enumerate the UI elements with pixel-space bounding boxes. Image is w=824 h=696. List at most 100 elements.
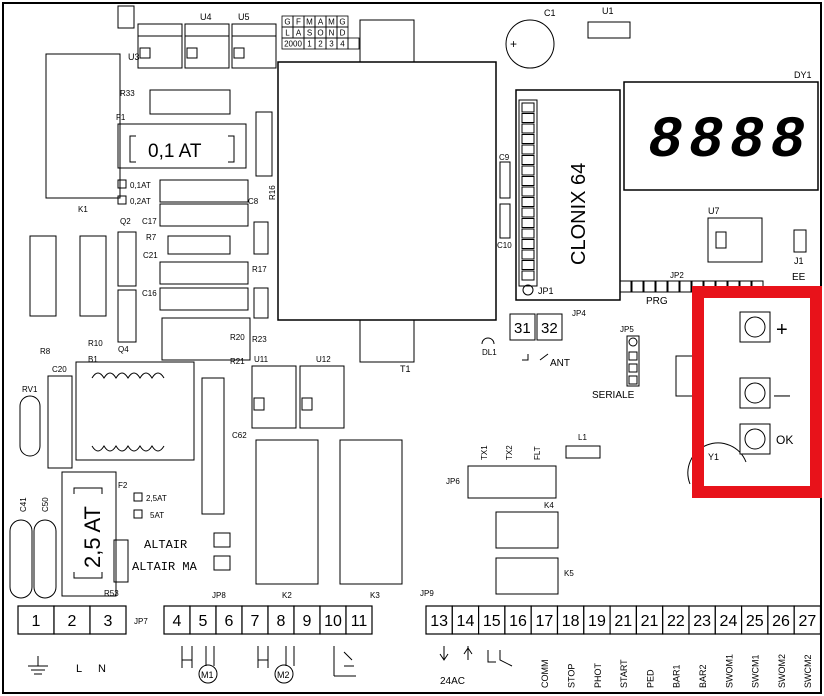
label-jp4: JP4 (572, 309, 586, 318)
right-terminal-number: 19 (588, 613, 606, 630)
label-seriale: SERIALE (592, 390, 635, 401)
prg-pin (631, 280, 644, 293)
jp5-pins (628, 337, 638, 385)
right-terminal (635, 605, 664, 635)
right-terminal-number: 25 (746, 613, 764, 630)
clonix-pins (521, 102, 535, 281)
minus-button[interactable] (739, 377, 771, 409)
jumper-j1 (793, 229, 807, 253)
clonix-pin (521, 260, 535, 270)
terminal-function-label: PHOT (593, 662, 603, 688)
label-j1: J1 (794, 256, 804, 266)
label-u12: U12 (316, 355, 331, 364)
u11-u12 (251, 365, 345, 429)
label-ee: EE (792, 272, 806, 283)
label-t1: T1 (400, 364, 411, 374)
clonix-title: CLONIX 64 (568, 163, 590, 265)
f1-option-2-box (117, 195, 127, 205)
f1-option-1: 0,1AT (130, 181, 151, 190)
motor-m1-icon (198, 664, 218, 684)
right-terminal-number: 15 (483, 613, 501, 630)
relay-k4 (495, 511, 559, 549)
minus-label: — (774, 387, 790, 404)
right-terminal (793, 605, 822, 635)
crystal-y1 (687, 442, 747, 485)
right-terminal (425, 605, 453, 635)
terminal-function-label: SWOM2 (777, 654, 787, 688)
b1-coil-bottom (91, 445, 165, 452)
chip-u7 (707, 217, 763, 263)
left-terminal (89, 605, 127, 635)
clonix-pin (521, 155, 535, 165)
right-terminal-number: 23 (693, 613, 711, 630)
prg-pin (643, 280, 656, 293)
resistor-r33 (149, 89, 231, 115)
plus-button[interactable] (739, 311, 771, 343)
f2-option-1: 2,5AT (146, 494, 167, 503)
altair-label: ALTAIR (144, 538, 187, 552)
terminal-function-label: SWOM1 (724, 654, 734, 688)
jp4-pin-31 (509, 313, 536, 341)
right-terminal-number: 17 (535, 613, 553, 630)
label-y1: Y1 (708, 452, 719, 462)
clonix-pin (521, 165, 535, 176)
terminal-function-label: SWCM1 (751, 655, 761, 689)
clonix-module (515, 89, 621, 301)
label-jp1: JP1 (538, 286, 554, 296)
label-f1: F1 (116, 113, 126, 122)
clonix-pin (521, 249, 535, 260)
clonix-pin (521, 207, 535, 218)
label-jp9: JP9 (420, 589, 434, 598)
label-k3: K3 (370, 591, 380, 600)
label-r17: R17 (252, 265, 267, 274)
f1-brackets (129, 135, 235, 163)
varistor-rv1 (19, 395, 41, 457)
terminal-function-label: PED (645, 669, 655, 688)
right-terminal-number: 18 (562, 613, 580, 630)
label-u5: U5 (238, 12, 250, 22)
fuse-f2 (61, 471, 117, 597)
cap-c50 (33, 519, 57, 599)
label-l1: L1 (578, 433, 587, 442)
motor-m1-label: M1 (201, 670, 214, 680)
right-terminal (478, 605, 506, 635)
right-terminal (609, 605, 637, 635)
date-grid-cell-text: G (284, 18, 290, 27)
label-c16: C16 (142, 289, 157, 298)
cap-c62 (201, 377, 225, 515)
label-q4: Q4 (118, 345, 129, 354)
label-24ac: 24AC (440, 676, 465, 687)
label-k5: K5 (564, 569, 574, 578)
c1-plus-icon: + (510, 37, 517, 51)
label-q2: Q2 (120, 217, 131, 226)
jp4-pin-32-label: 32 (541, 320, 558, 337)
motor-m2-icon (274, 664, 294, 684)
mid-terminal-number: 10 (324, 613, 342, 630)
label-f2: F2 (118, 481, 128, 490)
terminal-function-label: COMM (540, 660, 550, 689)
clonix-pin (521, 197, 535, 207)
passives-upper (29, 179, 269, 361)
label-u11: U11 (254, 355, 269, 364)
mid-terminal (189, 605, 217, 635)
left-terminal-number: 1 (32, 613, 41, 630)
right-terminal (688, 605, 716, 635)
ok-button[interactable] (739, 423, 771, 455)
mid-terminal-number: 9 (303, 613, 312, 630)
motor-m2-label: M2 (277, 670, 290, 680)
jp4-pin-31-label: 31 (514, 320, 531, 337)
date-grid-cell-text: A (296, 29, 302, 38)
transformer-b1 (75, 361, 195, 461)
f2-option-2-box (133, 509, 143, 519)
right-terminal (504, 605, 532, 635)
label-u4: U4 (200, 12, 212, 22)
label-r21: R21 (230, 357, 245, 366)
date-grid-cell-text: G (339, 18, 345, 27)
mid-terminal (241, 605, 269, 635)
jp6-header (467, 465, 557, 499)
clonix-pin (521, 144, 535, 155)
